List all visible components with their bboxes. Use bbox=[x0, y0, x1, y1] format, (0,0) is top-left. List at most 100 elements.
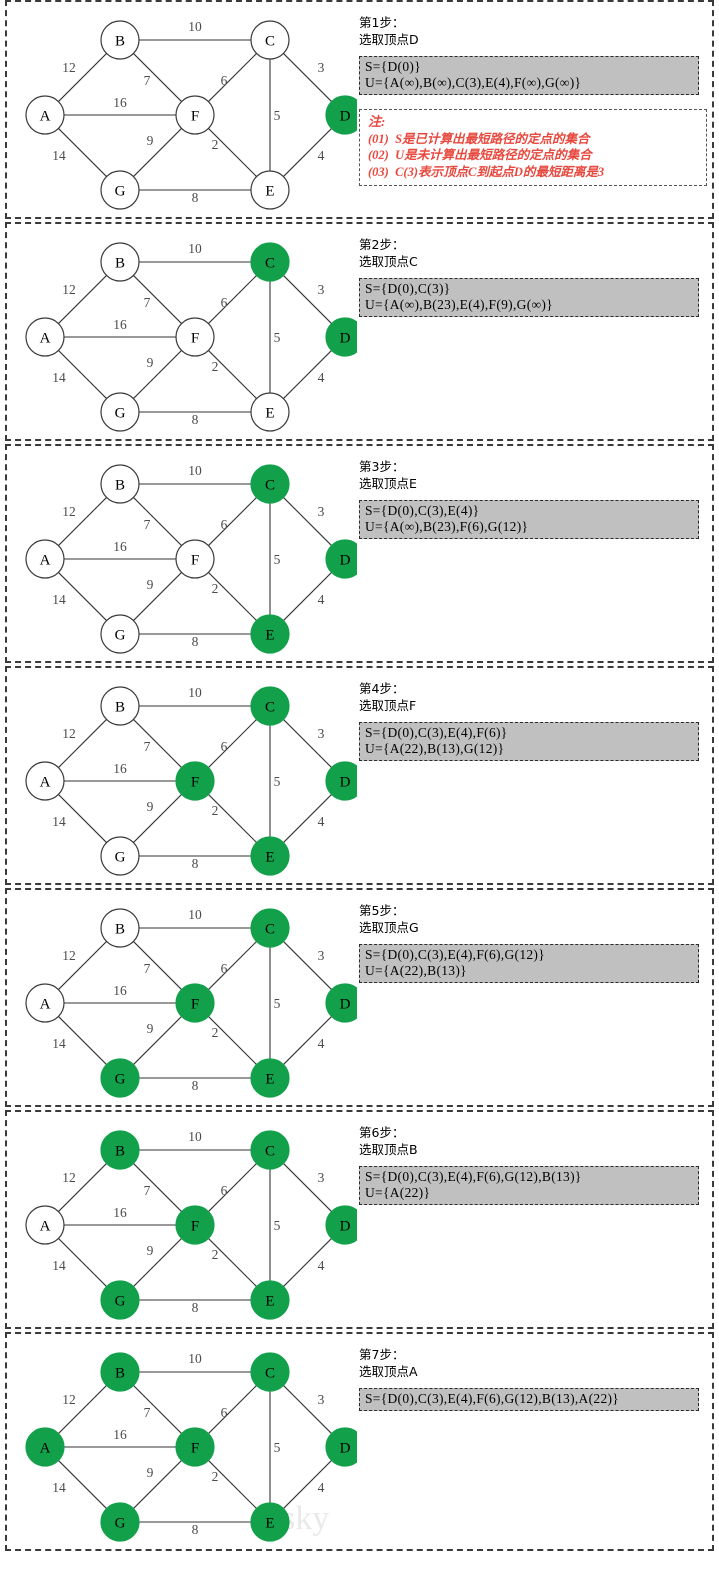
graph-node-e[interactable] bbox=[250, 836, 290, 876]
graph-node-a[interactable] bbox=[25, 317, 65, 357]
edge-weight-f-e: 2 bbox=[212, 137, 219, 152]
graph-node-e[interactable] bbox=[250, 1502, 290, 1542]
graph-edge-a-g bbox=[58, 1460, 107, 1509]
graph-node-e[interactable] bbox=[250, 170, 290, 210]
graph-node-e[interactable] bbox=[250, 1280, 290, 1320]
graph-node-a[interactable] bbox=[25, 761, 65, 801]
graph-node-label-a: A bbox=[40, 109, 51, 125]
graph-node-f[interactable] bbox=[175, 1427, 215, 1467]
edge-weight-d-e: 4 bbox=[318, 370, 325, 385]
graph-node-label-e: E bbox=[265, 184, 274, 200]
graph-node-d[interactable] bbox=[325, 1205, 357, 1245]
graph-node-a[interactable] bbox=[25, 95, 65, 135]
graph-node-c[interactable] bbox=[250, 464, 290, 504]
graph-node-f[interactable] bbox=[175, 95, 215, 135]
graph-edge-c-f bbox=[208, 941, 257, 990]
graph-node-label-g: G bbox=[115, 1294, 126, 1310]
graph-node-e[interactable] bbox=[250, 392, 290, 432]
edge-weight-f-g: 9 bbox=[147, 1021, 154, 1036]
graph-node-c[interactable] bbox=[250, 686, 290, 726]
graph-node-g[interactable] bbox=[100, 836, 140, 876]
graph-node-b[interactable] bbox=[100, 908, 140, 948]
graph-node-c[interactable] bbox=[250, 908, 290, 948]
graph-node-label-g: G bbox=[115, 850, 126, 866]
edge-weight-c-d: 3 bbox=[318, 282, 325, 297]
graph-edge-f-g bbox=[133, 794, 182, 843]
graph-node-label-b: B bbox=[115, 256, 125, 272]
graph-node-label-d: D bbox=[340, 775, 351, 791]
edge-weight-c-e: 5 bbox=[274, 996, 281, 1011]
graph-node-g[interactable] bbox=[100, 1280, 140, 1320]
graph-node-g[interactable] bbox=[100, 1502, 140, 1542]
edge-weight-c-f: 6 bbox=[221, 73, 228, 88]
graph-node-label-d: D bbox=[340, 553, 351, 569]
step-title: 第7步： 选取顶点A bbox=[359, 1347, 418, 1379]
graph-node-c[interactable] bbox=[250, 20, 290, 60]
graph-node-label-f: F bbox=[191, 997, 199, 1013]
set-s-line: S={D(0),C(3),E(4),F(6),G(12)} bbox=[365, 947, 545, 962]
graph-edge-b-f bbox=[133, 275, 182, 324]
edge-weight-g-e: 8 bbox=[192, 190, 199, 205]
edge-weight-c-e: 5 bbox=[274, 552, 281, 567]
edge-weight-a-b: 12 bbox=[62, 504, 76, 519]
graph-node-d[interactable] bbox=[325, 761, 357, 801]
edge-weight-b-c: 10 bbox=[188, 241, 202, 256]
graph-node-d[interactable] bbox=[325, 539, 357, 579]
graph-node-f[interactable] bbox=[175, 983, 215, 1023]
graph-node-label-e: E bbox=[265, 406, 274, 422]
set-state-box: S={D(0),C(3),E(4)}U={A(∞),B(23),F(6),G(1… bbox=[359, 500, 699, 539]
graph-node-a[interactable] bbox=[25, 539, 65, 579]
graph-node-a[interactable] bbox=[25, 983, 65, 1023]
graph-node-d[interactable] bbox=[325, 983, 357, 1023]
graph-node-d[interactable] bbox=[325, 1427, 357, 1467]
edge-weight-f-e: 2 bbox=[212, 803, 219, 818]
graph-node-label-a: A bbox=[40, 997, 51, 1013]
graph-node-b[interactable] bbox=[100, 464, 140, 504]
graph-node-f[interactable] bbox=[175, 761, 215, 801]
graph-node-g[interactable] bbox=[100, 1058, 140, 1098]
graph-node-b[interactable] bbox=[100, 242, 140, 282]
graph-node-label-d: D bbox=[340, 331, 351, 347]
graph-node-b[interactable] bbox=[100, 686, 140, 726]
graph-node-c[interactable] bbox=[250, 1352, 290, 1392]
graph-node-label-a: A bbox=[40, 1219, 51, 1235]
graph-node-e[interactable] bbox=[250, 1058, 290, 1098]
graph-node-d[interactable] bbox=[325, 317, 357, 357]
edge-weight-g-e: 8 bbox=[192, 1078, 199, 1093]
graph-node-label-d: D bbox=[340, 1441, 351, 1457]
step-title: 第5步： 选取顶点G bbox=[359, 903, 419, 935]
edge-weight-g-e: 8 bbox=[192, 412, 199, 427]
graph-node-b[interactable] bbox=[100, 20, 140, 60]
graph-node-b[interactable] bbox=[100, 1130, 140, 1170]
graph-node-g[interactable] bbox=[100, 392, 140, 432]
graph-node-a[interactable] bbox=[25, 1205, 65, 1245]
graph-edge-b-f bbox=[133, 1385, 182, 1434]
graph-node-f[interactable] bbox=[175, 1205, 215, 1245]
graph-node-a[interactable] bbox=[25, 1427, 65, 1467]
edge-weight-f-g: 9 bbox=[147, 799, 154, 814]
graph-node-f[interactable] bbox=[175, 317, 215, 357]
edge-weight-a-b: 12 bbox=[62, 1170, 76, 1185]
graph-node-g[interactable] bbox=[100, 614, 140, 654]
graph-node-c[interactable] bbox=[250, 242, 290, 282]
edge-weight-c-d: 3 bbox=[318, 60, 325, 75]
graph-node-g[interactable] bbox=[100, 170, 140, 210]
edge-weight-b-c: 10 bbox=[188, 1129, 202, 1144]
edge-weight-b-c: 10 bbox=[188, 685, 202, 700]
graph-node-e[interactable] bbox=[250, 614, 290, 654]
graph-edge-a-g bbox=[58, 128, 107, 177]
set-u-line: U={A(22)} bbox=[365, 1185, 431, 1200]
graph-node-f[interactable] bbox=[175, 539, 215, 579]
graph-node-c[interactable] bbox=[250, 1130, 290, 1170]
step-title: 第4步： 选取顶点F bbox=[359, 681, 417, 713]
graph-node-d[interactable] bbox=[325, 95, 357, 135]
graph-node-b[interactable] bbox=[100, 1352, 140, 1392]
note-line-1: (01) S是已计算出最短路径的定点的集合 bbox=[368, 131, 590, 146]
